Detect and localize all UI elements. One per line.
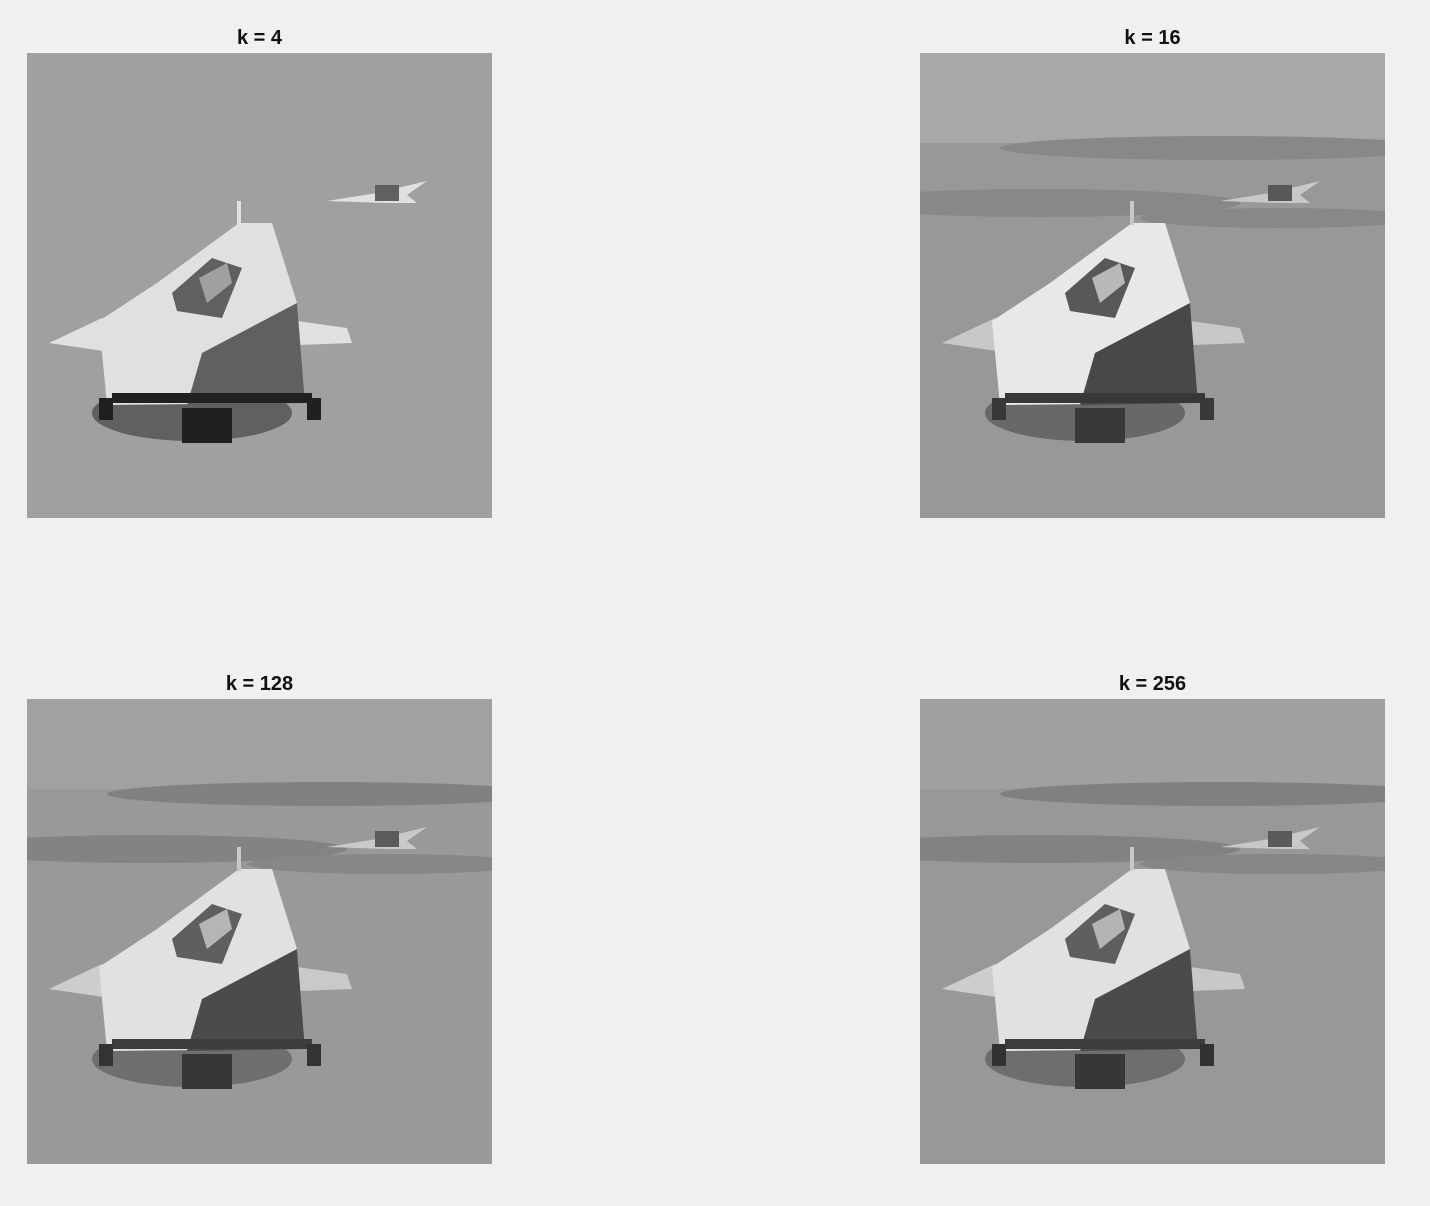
landing-gear [182, 1054, 232, 1089]
sky-haze [920, 699, 1385, 789]
distant-plane-body [375, 831, 399, 847]
distant-plane-body [375, 185, 399, 201]
right-wing [1190, 321, 1245, 345]
subplot-title: k = 256 [1118, 673, 1187, 695]
right-wheel [307, 1044, 321, 1066]
landing-gear-bar [1005, 1039, 1205, 1049]
nose-probe [237, 201, 241, 225]
subplot-title: k = 4 [236, 27, 283, 49]
dark-band [1000, 136, 1385, 160]
left-wheel [99, 1044, 113, 1066]
right-wheel [1200, 1044, 1214, 1066]
distant-plane [1220, 181, 1320, 203]
dark-band [247, 854, 492, 874]
dark-band [107, 136, 492, 160]
cockpit-glass [1092, 909, 1125, 949]
distant-plane-body [1268, 831, 1292, 847]
plane-shaded-side [187, 303, 305, 405]
subplot-title: k = 16 [1124, 27, 1181, 49]
distant-plane [327, 181, 427, 203]
right-wheel [307, 398, 321, 420]
quantized-airplane-image [27, 53, 492, 518]
right-wing [297, 967, 352, 991]
landing-gear-bar [1005, 393, 1205, 403]
dark-band [247, 208, 492, 228]
landing-gear [1075, 1054, 1125, 1089]
nose-probe [1130, 201, 1134, 225]
quantized-airplane-image [27, 699, 492, 1164]
landing-gear [1075, 408, 1125, 443]
landing-gear-bar [112, 1039, 312, 1049]
dark-band [107, 782, 492, 806]
left-wheel [99, 398, 113, 420]
dark-band [27, 189, 347, 217]
right-wheel [1200, 398, 1214, 420]
sky-haze [27, 53, 492, 143]
dark-band [1140, 208, 1385, 228]
dark-band [1140, 854, 1385, 874]
cockpit-glass [199, 263, 232, 303]
left-wheel [992, 1044, 1006, 1066]
nose-probe [1130, 847, 1134, 871]
left-wheel [992, 398, 1006, 420]
cockpit-glass [199, 909, 232, 949]
plane-shaded-side [1080, 949, 1198, 1051]
plane-shaded-side [1080, 303, 1198, 405]
dark-band [920, 835, 1240, 863]
distant-plane [327, 827, 427, 849]
dark-band [27, 835, 347, 863]
quantized-airplane-image [920, 699, 1385, 1164]
dark-band [1000, 782, 1385, 806]
sky-haze [27, 699, 492, 789]
landing-gear [182, 408, 232, 443]
plane-shaded-side [187, 949, 305, 1051]
dark-band [920, 189, 1240, 217]
nose-probe [237, 847, 241, 871]
distant-plane [1220, 827, 1320, 849]
subplot-title: k = 128 [225, 673, 294, 695]
landing-gear-bar [112, 393, 312, 403]
distant-plane-body [1268, 185, 1292, 201]
right-wing [297, 321, 352, 345]
right-wing [1190, 967, 1245, 991]
cockpit-glass [1092, 263, 1125, 303]
quantized-airplane-image [920, 53, 1385, 518]
sky-haze [920, 53, 1385, 143]
